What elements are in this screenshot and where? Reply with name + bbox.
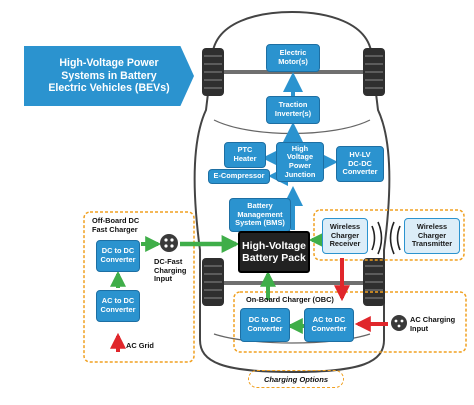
ptc-heater-box: PTC Heater xyxy=(224,142,266,168)
hvlv-converter-box: HV-LV DC-DC Converter xyxy=(336,146,384,182)
offboard-dcdc-box: DC to DC Converter xyxy=(96,240,140,272)
ac-charging-input-label: AC Charging Input xyxy=(410,315,456,333)
hv-power-junction-box: High Voltage Power Junction xyxy=(276,142,324,182)
obc-dcdc-box: DC to DC Converter xyxy=(240,308,290,342)
wireless-receiver-box: Wireless Charger Receiver xyxy=(322,218,368,254)
wireless-transmitter-box: Wireless Charger Transmitter xyxy=(404,218,460,254)
obc-frame xyxy=(233,291,467,353)
diagram-title: High-Voltage Power Systems in Battery El… xyxy=(24,46,194,106)
wireless-wave-icon-2 xyxy=(389,221,401,255)
wireless-wave-icon xyxy=(371,221,383,255)
bms-box: Battery Management System (BMS) xyxy=(229,198,291,232)
obc-title: On-Board Charger (OBC) xyxy=(246,295,334,304)
electric-motor-box: Electric Motor(s) xyxy=(266,44,320,72)
car-outline xyxy=(193,10,391,374)
battery-pack-box: High-Voltage Battery Pack xyxy=(238,231,310,273)
dc-fast-plug-icon xyxy=(160,234,178,252)
dc-fast-input-label: DC-Fast Charging Input xyxy=(154,257,187,284)
e-compressor-box: E-Compressor xyxy=(208,169,270,184)
ac-plug-icon xyxy=(391,315,407,331)
traction-inverter-box: Traction Inverter(s) xyxy=(266,96,320,124)
charging-options-caption: Charging Options xyxy=(248,370,344,388)
obc-acdc-box: AC to DC Converter xyxy=(304,308,354,342)
offboard-charger-frame xyxy=(83,211,195,363)
rear-window-line xyxy=(213,333,371,344)
offboard-charger-title: Off-Board DC Fast Charger xyxy=(92,216,140,234)
ac-grid-label: AC Grid xyxy=(126,341,154,350)
offboard-acdc-box: AC to DC Converter xyxy=(96,290,140,322)
